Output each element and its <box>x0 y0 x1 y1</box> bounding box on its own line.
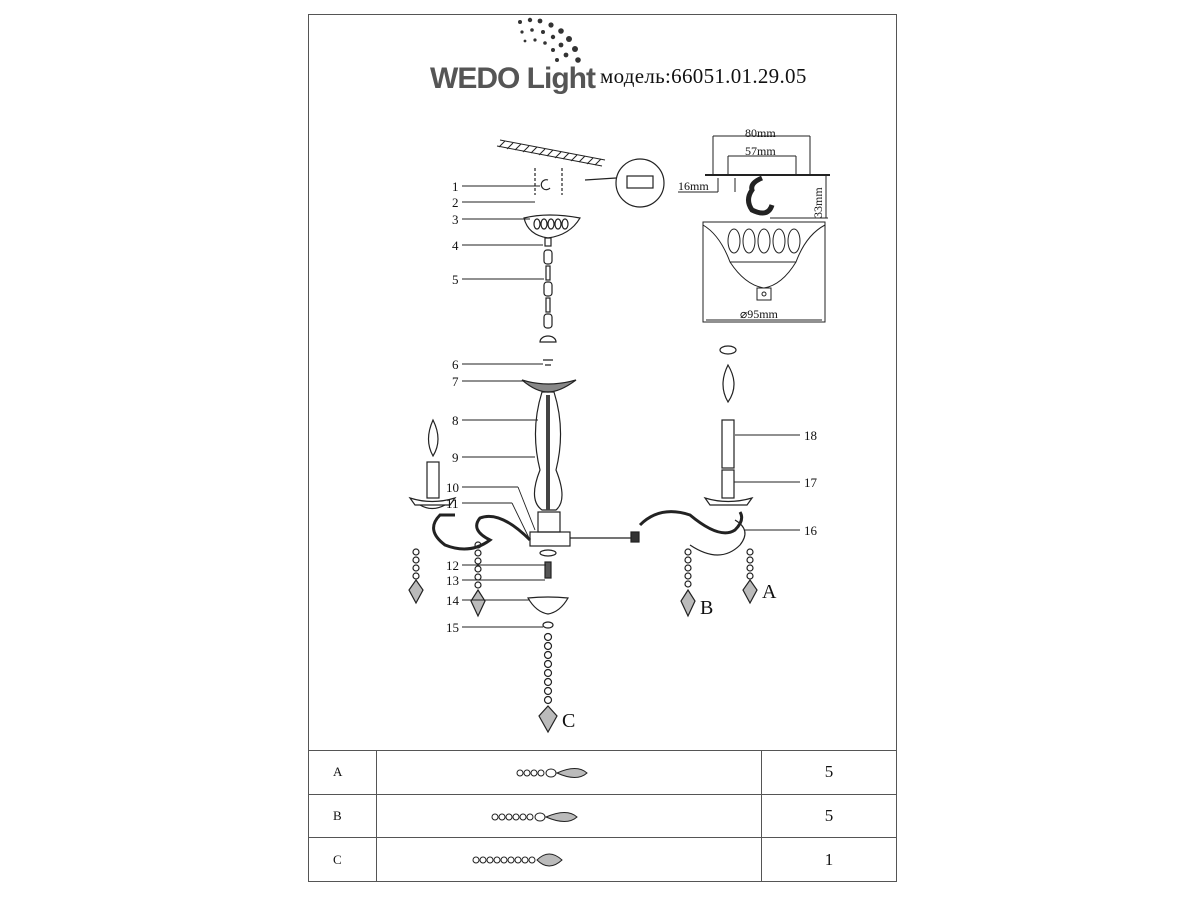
leader-lines <box>462 185 800 628</box>
part-label: 11 <box>446 496 459 511</box>
brand-logo: WEDO Light <box>430 17 597 95</box>
pendant-qty: 5 <box>761 793 897 839</box>
chain <box>539 249 557 366</box>
left-arm <box>408 418 532 618</box>
pendant-key: B <box>308 793 377 839</box>
right-arm <box>570 345 758 618</box>
part-label: 2 <box>452 195 459 210</box>
part-label: 18 <box>804 428 817 443</box>
pendant-c-drawing <box>538 632 558 734</box>
dim-diameter: ⌀95mm <box>740 307 779 321</box>
part-label: 6 <box>452 357 459 372</box>
table-row: C 1 <box>308 837 897 882</box>
dim-outer-width: 80mm <box>745 126 776 140</box>
drawing-sheet <box>308 14 897 882</box>
central-column <box>521 379 577 629</box>
part-label: 3 <box>452 212 459 227</box>
pendant-label-c: C <box>562 710 575 732</box>
pendant-qty: 1 <box>761 837 897 882</box>
part-label: 9 <box>452 450 459 465</box>
dim-inner-width: 57mm <box>745 144 776 158</box>
part-label: 1 <box>452 179 459 194</box>
canopy <box>523 168 581 247</box>
table-row: B 5 <box>308 793 897 839</box>
pendant-key: A <box>308 750 377 795</box>
pendant-qty: 5 <box>761 750 897 795</box>
part-label: 16 <box>804 523 818 538</box>
table-row: A 5 <box>308 750 897 795</box>
mounting-dimensions: 80mm 57mm 16mm 33mm ⌀95mm <box>678 126 830 323</box>
pendant-b-image <box>376 793 762 839</box>
model-number: модель:66051.01.29.05 <box>600 64 807 88</box>
pendant-table: A 5 B 5 C 1 <box>308 750 897 882</box>
dim-offset: 16mm <box>678 179 709 193</box>
part-label: 13 <box>446 573 459 588</box>
wiring-detail <box>584 158 665 208</box>
ceiling-hatch <box>496 139 606 167</box>
pendant-c-image <box>376 837 762 882</box>
part-label: 12 <box>446 558 459 573</box>
part-label: 15 <box>446 620 459 635</box>
pendant-key: C <box>308 837 377 882</box>
pendant-label-b: B <box>700 597 713 619</box>
part-label: 8 <box>452 413 459 428</box>
part-label: 10 <box>446 480 459 495</box>
part-label: 7 <box>452 374 459 389</box>
pendant-label-a: A <box>762 581 777 603</box>
brand-name: WEDO Light <box>430 62 596 95</box>
part-label: 17 <box>804 475 818 490</box>
part-label: 4 <box>452 238 459 253</box>
pendant-a-image <box>376 750 762 795</box>
dim-height: 33mm <box>811 187 825 218</box>
part-numbers: 1 2 3 4 5 6 7 8 9 10 11 12 13 14 15 16 1… <box>446 179 818 732</box>
part-label: 14 <box>446 593 460 608</box>
part-label: 5 <box>452 272 459 287</box>
